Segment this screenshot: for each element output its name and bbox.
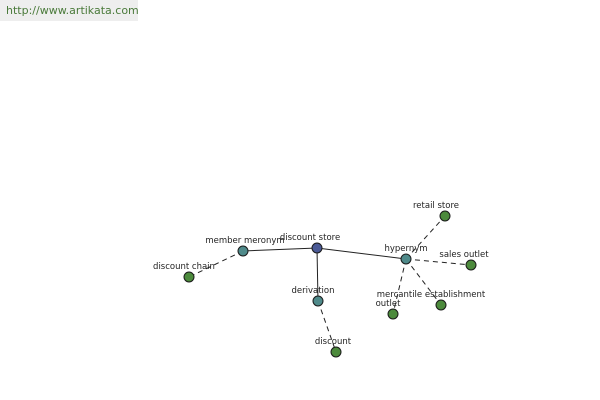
node-derivation[interactable]: derivation	[291, 286, 335, 307]
edge-hypernym-outlet	[392, 258, 407, 315]
node-member-meronym[interactable]: member meronym	[205, 236, 285, 257]
edge-discount-store-member-meronym	[242, 247, 318, 252]
node-marker	[435, 299, 447, 311]
node-label: member meronym	[205, 236, 284, 246]
edge-member-meronym-discount-chain	[188, 250, 244, 278]
node-marker	[400, 253, 412, 265]
node-marker	[330, 346, 342, 358]
node-label: sales outlet	[439, 250, 489, 260]
node-label: discount chain	[153, 262, 215, 272]
node-label: discount store	[280, 233, 340, 243]
node-discount-chain[interactable]: discount chain	[153, 262, 215, 283]
edge-discount-store-hypernym	[316, 247, 407, 260]
node-label: derivation	[291, 286, 334, 296]
node-label: retail store	[413, 201, 459, 211]
node-label: discount	[315, 337, 352, 347]
node-retail-store[interactable]: retail store	[413, 201, 459, 222]
node-mercantile-establishment[interactable]: mercantile establishment	[377, 290, 486, 311]
edges-layer	[188, 215, 472, 353]
node-marker	[237, 245, 249, 257]
nodes-layer: discount store member meronym derivation…	[153, 201, 489, 358]
edge-derivation-discount	[317, 300, 337, 353]
edge-hypernym-mercantile-establishment	[405, 258, 442, 306]
node-hypernym[interactable]: hypernym	[384, 244, 428, 265]
node-marker	[312, 295, 324, 307]
node-discount[interactable]: discount	[315, 337, 352, 358]
edge-hypernym-sales-outlet	[405, 258, 472, 266]
node-label: hypernym	[384, 244, 427, 254]
source-link[interactable]: http://www.artikata.com	[0, 0, 139, 21]
node-discount-store[interactable]: discount store	[280, 233, 340, 254]
edge-hypernym-retail-store	[405, 215, 446, 260]
node-marker	[387, 308, 399, 320]
node-marker	[465, 259, 477, 271]
edge-discount-store-derivation	[316, 247, 319, 302]
node-marker	[439, 210, 451, 222]
node-marker	[311, 242, 323, 254]
node-label: outlet	[376, 299, 402, 309]
node-label: mercantile establishment	[377, 290, 486, 300]
node-outlet[interactable]: outlet	[376, 299, 402, 320]
node-sales-outlet[interactable]: sales outlet	[439, 250, 489, 271]
node-marker	[183, 271, 195, 283]
